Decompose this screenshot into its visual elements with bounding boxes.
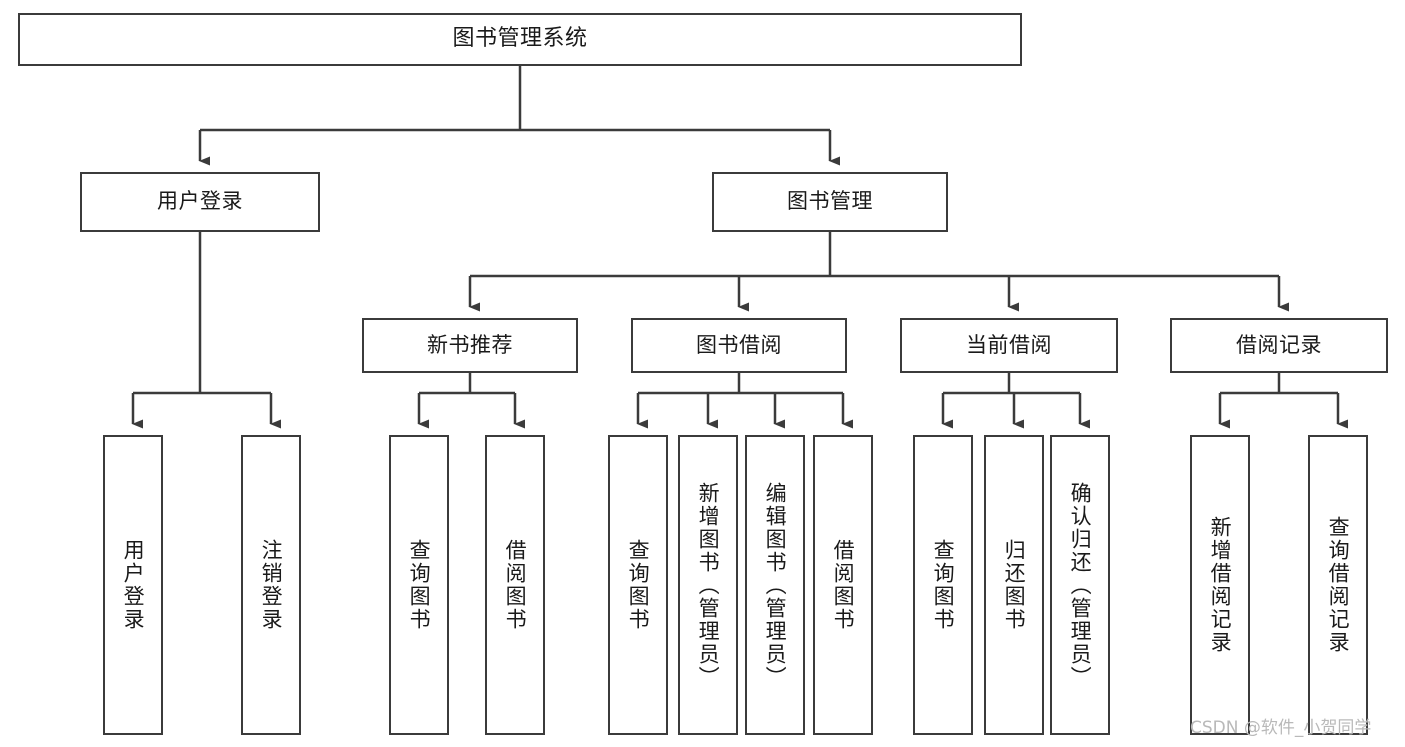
- node-label: 图书借阅: [696, 332, 782, 357]
- node-label: 图书管理: [787, 189, 873, 214]
- node-l4-c1[interactable]: 查询图书: [608, 435, 668, 735]
- node-l3-record[interactable]: 借阅记录: [1170, 318, 1388, 373]
- node-label: 当前借阅: [966, 332, 1052, 357]
- node-label: 图书管理系统: [452, 26, 588, 52]
- node-root[interactable]: 图书管理系统: [18, 13, 1022, 66]
- node-label: 新增图书（管理员）: [696, 481, 721, 689]
- node-l3-borrow[interactable]: 图书借阅: [631, 318, 847, 373]
- node-label: 用户登录: [157, 189, 243, 214]
- node-l4-c3[interactable]: 编辑图书（管理员）: [745, 435, 805, 735]
- node-label: 新书推荐: [427, 332, 513, 357]
- node-l4-d3[interactable]: 确认归还（管理员）: [1050, 435, 1110, 735]
- node-l4-d1[interactable]: 查询图书: [913, 435, 973, 735]
- node-l4-d2[interactable]: 归还图书: [984, 435, 1044, 735]
- node-l3-current[interactable]: 当前借阅: [900, 318, 1118, 373]
- node-l4-c4[interactable]: 借阅图书: [813, 435, 873, 735]
- node-label: 确认归还（管理员）: [1068, 481, 1093, 689]
- node-label: 编辑图书（管理员）: [763, 481, 788, 689]
- node-l4-b1[interactable]: 查询图书: [389, 435, 449, 735]
- node-label: 借阅图书: [503, 539, 528, 631]
- node-label: 借阅图书: [831, 539, 856, 631]
- node-l3-newbook[interactable]: 新书推荐: [362, 318, 578, 373]
- node-label: 查询借阅记录: [1326, 516, 1351, 654]
- node-label: 借阅记录: [1236, 332, 1322, 357]
- node-label: 查询图书: [931, 539, 956, 631]
- node-l2-book[interactable]: 图书管理: [712, 172, 948, 232]
- node-l4-a2[interactable]: 注销登录: [241, 435, 301, 735]
- node-l4-b2[interactable]: 借阅图书: [485, 435, 545, 735]
- node-l4-a1[interactable]: 用户登录: [103, 435, 163, 735]
- node-label: 注销登录: [259, 539, 284, 631]
- node-l4-e1[interactable]: 新增借阅记录: [1190, 435, 1250, 735]
- node-l4-c2[interactable]: 新增图书（管理员）: [678, 435, 738, 735]
- node-label: 查询图书: [407, 539, 432, 631]
- node-l4-e2[interactable]: 查询借阅记录: [1308, 435, 1368, 735]
- node-l2-login[interactable]: 用户登录: [80, 172, 320, 232]
- node-label: 新增借阅记录: [1208, 516, 1233, 654]
- node-label: 查询图书: [626, 539, 651, 631]
- node-label: 归还图书: [1002, 539, 1027, 631]
- node-label: 用户登录: [121, 539, 146, 631]
